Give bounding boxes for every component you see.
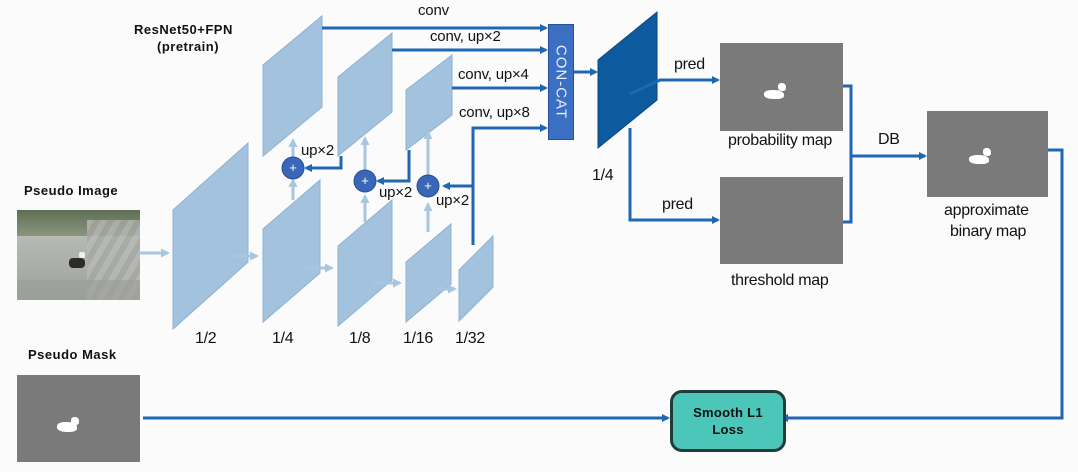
concat-block: CON-CAT: [548, 24, 574, 140]
fused-feature-1-4: [597, 10, 658, 150]
backbone-feature-1-8: [337, 198, 393, 328]
svg-text:+: +: [289, 160, 297, 175]
backbone-title: ResNet50+FPN: [134, 22, 233, 37]
pseudo-image-photo: [17, 210, 140, 300]
approximate-label-line2: binary map: [950, 223, 1027, 240]
arrow-pred-threshold: [628, 128, 720, 224]
threshold-map-label: threshold map: [731, 272, 829, 289]
line-threshold-to-db: [843, 156, 853, 224]
pred-top-label: pred: [674, 56, 705, 73]
plus-node-2: +: [353, 169, 377, 193]
up2-label-1: up×2: [301, 142, 334, 159]
arrow-pred-probability: [629, 76, 720, 96]
pseudo-mask-label: Pseudo Mask: [28, 347, 117, 362]
up2-label-2: up×2: [379, 184, 412, 201]
scale-label-1-2: 1/2: [195, 330, 217, 347]
arrow-up-from-p4: [376, 150, 411, 185]
approximate-binary-map-image: [927, 111, 1048, 197]
svg-text:+: +: [361, 173, 369, 188]
loss-label-line1: Smooth L1: [693, 405, 763, 420]
threshold-map-image: [720, 177, 843, 264]
pred-bottom-label: pred: [662, 196, 693, 213]
backbone-subtitle: (pretrain): [157, 39, 220, 54]
conv-label: conv: [418, 2, 449, 19]
conv-up8-label: conv, up×8: [459, 104, 530, 121]
smooth-l1-loss-box: Smooth L1 Loss: [670, 390, 786, 452]
conv-up4-label: conv, up×4: [458, 66, 529, 83]
db-label: DB: [878, 131, 900, 148]
backbone-feature-1-32: [458, 234, 494, 323]
probability-map-label: probability map: [728, 132, 833, 149]
pseudo-mask-image: [17, 375, 140, 462]
concat-label: CON-CAT: [552, 44, 570, 120]
plus-node-3: +: [416, 174, 440, 198]
loss-label-line2: Loss: [712, 422, 744, 437]
fpn-feature-p4: [405, 53, 453, 152]
up2-label-3: up×2: [436, 192, 469, 209]
line-probability-to-db: [843, 84, 853, 156]
fused-scale-label: 1/4: [592, 167, 614, 184]
plus-node-1: +: [281, 156, 305, 180]
approximate-label-line1: approximate: [944, 202, 1029, 219]
probability-map-image: [720, 43, 843, 131]
fpn-feature-p2: [262, 14, 323, 158]
svg-text:+: +: [424, 178, 432, 193]
pseudo-image-label: Pseudo Image: [24, 183, 119, 198]
arrow-up-from-p3: [304, 156, 343, 172]
scale-label-1-8: 1/8: [349, 330, 371, 347]
arrow-binary-to-loss: [780, 148, 1064, 422]
backbone-feature-1-2: [172, 141, 249, 331]
conv-up2-label: conv, up×2: [430, 28, 501, 45]
arrow-conv-up8: [471, 124, 548, 245]
scale-label-1-32: 1/32: [455, 330, 485, 347]
scale-label-1-4: 1/4: [272, 330, 294, 347]
scale-label-1-16: 1/16: [403, 330, 433, 347]
backbone-feature-1-4: [262, 178, 321, 324]
backbone-feature-1-16: [405, 222, 452, 324]
fpn-feature-p3: [337, 31, 393, 158]
